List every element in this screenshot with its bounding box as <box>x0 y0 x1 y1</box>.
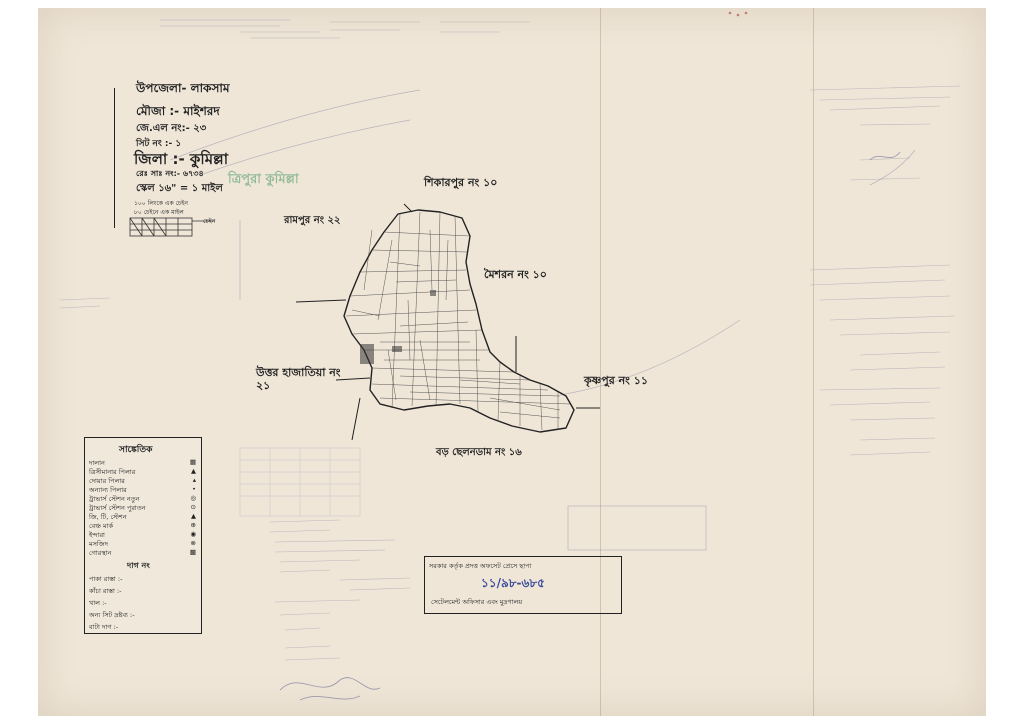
triangle-icon: ▲ <box>191 467 196 475</box>
legend-section-title: দাগ নং <box>127 561 150 570</box>
graveyard-icon: ▩ <box>189 548 196 556</box>
station-old-icon: ⊙ <box>190 503 196 511</box>
sheet-number: সিট নং :- ১ <box>136 139 182 149</box>
gt-station-icon: ▲ <box>191 512 196 520</box>
neighbor-southeast: কৃষ্ণপুর নং ১১ <box>584 374 649 387</box>
print-stamp-box: সরকার কর্তৃক প্রদত্ত অফসেট প্রেসে ছাপা ১… <box>424 556 622 614</box>
fold-line <box>813 8 814 716</box>
scale-bar-label: চেইন <box>203 218 216 225</box>
neighbor-east: মৈশরন নং ১০ <box>484 268 547 281</box>
district-stamp: ত্রিপুরা কুমিল্লা <box>228 172 299 187</box>
neighbor-south: বড় ছেলনডাম নং ১৬ <box>436 447 522 458</box>
legend-item-label: ট্রাভার্স স্টেশন নতুন <box>89 495 140 503</box>
small-triangle-icon: ▴ <box>192 476 196 484</box>
rs-number: রেঃ সাঃ নং:- ৬৭৩৪ <box>136 169 204 178</box>
scale-note-chain: ৮০ চেইনে এক মাইল <box>134 209 184 216</box>
legend-road-item: খাল :- <box>89 599 107 607</box>
legend-item-label: ট্রাভার্স স্টেশন পুরাতন <box>89 504 146 512</box>
district-label: জিলা :- কুমিল্লা <box>134 150 229 168</box>
legend-item-label: গোরস্থান <box>89 549 112 557</box>
legend-box: সাঙ্কেতিক দালান ▦ ত্রিসীমানার পিলার ▲ দো… <box>84 437 202 634</box>
mosque-icon: ⊗ <box>190 539 196 547</box>
legend-road-item: পাকা রাস্তা :- <box>89 575 123 583</box>
neighbor-north: শিকারপুর নং ১০ <box>424 176 498 189</box>
legend-item-label: মসজিদ <box>89 540 108 548</box>
station-new-icon: ◎ <box>190 494 196 502</box>
well-icon: ◉ <box>190 530 196 538</box>
legend-item-label: ইন্দারা <box>89 531 105 539</box>
legend-item-label: অন্যান্য পিলার <box>89 486 127 494</box>
building-icon: ▦ <box>189 458 196 466</box>
legend-road-item: বাটা দাগ :- <box>89 623 119 631</box>
legend-item-label: বেঞ্চ মার্ক <box>89 522 114 530</box>
title-bracket <box>114 88 115 228</box>
legend-road-item: অন্য সিট দ্রষ্টব্য :- <box>89 611 135 619</box>
scale-note-link: ১০০ লিংকে এক চেইন <box>134 200 188 207</box>
legend-road-item: কাঁচা রাস্তা :- <box>89 587 122 595</box>
map-sheet <box>38 8 986 716</box>
stamp-line-3: সেটেলমেন্ট অফিসার এবং মুদ্রণালয় <box>431 598 523 606</box>
mouza-label: মৌজা :- মাইশরদ <box>136 104 220 118</box>
dot-icon: • <box>192 485 196 493</box>
neighbor-west: উত্তর হাজাতিয়া নং ২১ <box>256 366 341 392</box>
jl-number: জে.এল নং:- ২৩ <box>136 123 207 134</box>
stamp-line-2: ১১/৯৮-৬৮৫ <box>481 576 545 590</box>
stamp-line-1: সরকার কর্তৃক প্রদত্ত অফসেট প্রেসে ছাপা <box>429 562 532 570</box>
fold-line <box>600 8 601 716</box>
legend-item-label: দালান <box>89 459 105 467</box>
scale-label: স্কেল ১৬" = ১ মাইল <box>136 183 223 194</box>
bench-mark-icon: ⊕ <box>190 521 196 529</box>
upazila-label: উপজেলা- লাকসাম <box>136 81 230 95</box>
legend-title: সাঙ্কেতিক <box>119 445 153 455</box>
neighbor-northwest: রামপুর নং ২২ <box>284 215 341 226</box>
legend-item-label: দোয়ার পিলার <box>89 477 125 485</box>
legend-item-label: জি, টি, স্টেশন <box>89 513 127 521</box>
legend-item-label: ত্রিসীমানার পিলার <box>89 468 136 476</box>
